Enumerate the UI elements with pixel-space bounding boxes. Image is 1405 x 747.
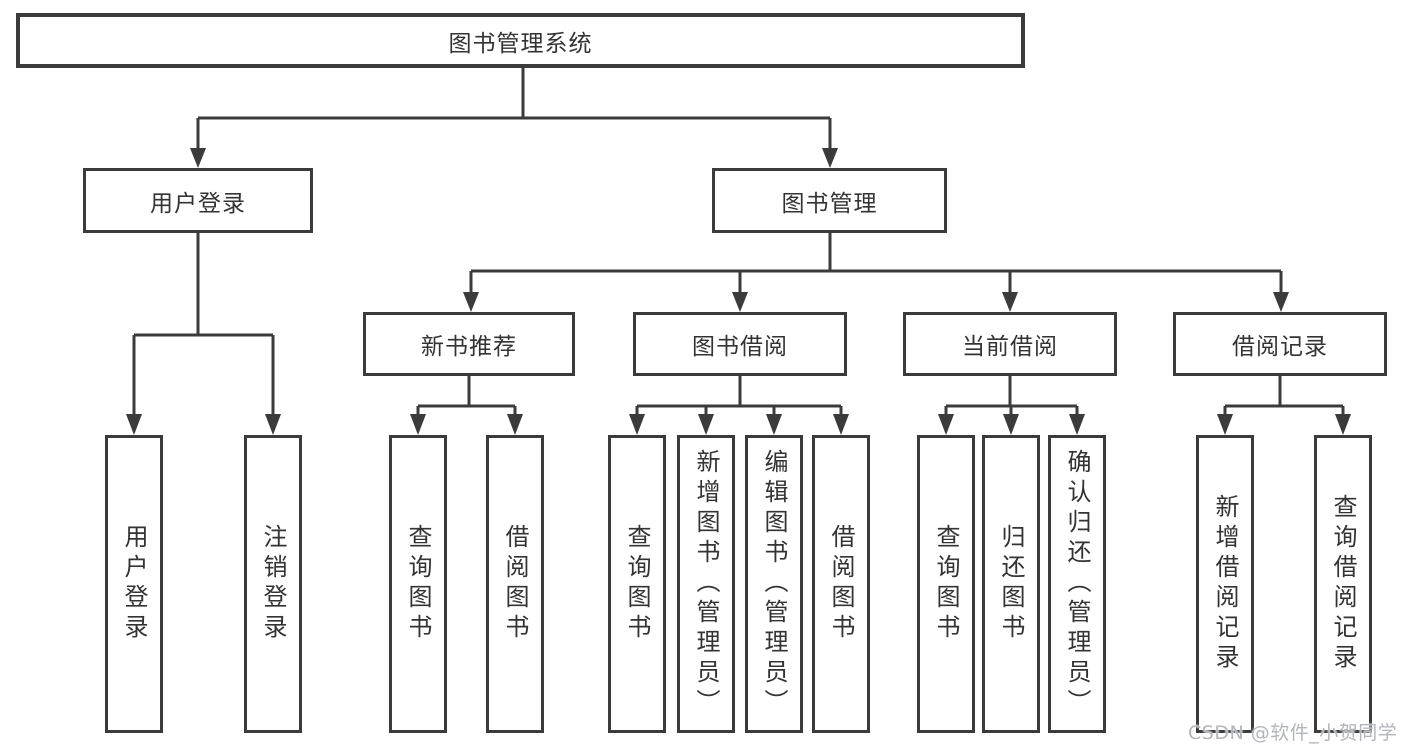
node-root-label: 图书管理系统	[448, 30, 593, 57]
arrow-leaf-query-book-current	[938, 414, 954, 435]
arrow-book-borrow	[732, 292, 748, 312]
node-new-book-rec: 新书推荐	[363, 312, 575, 376]
node-book-mgmt: 图书管理	[712, 168, 947, 233]
arrow-new-book-rec	[463, 292, 479, 312]
edge-book-mgmt-split	[469, 233, 1283, 294]
node-leaf-query-borrow-record-label: 查询借阅记录	[1329, 494, 1357, 674]
node-leaf-query-book-current-label: 查询图书	[932, 524, 960, 644]
arrowheads	[126, 148, 1351, 435]
node-leaf-borrow-book-borrow-label: 借阅图书	[827, 524, 855, 644]
node-leaf-query-book-borrow-label: 查询图书	[623, 524, 651, 644]
arrow-leaf-borrow-book-rec	[507, 414, 523, 435]
node-leaf-query-book-current: 查询图书	[917, 435, 975, 733]
node-leaf-return-book: 归还图书	[982, 435, 1040, 733]
node-leaf-user-login: 用户登录	[105, 435, 163, 733]
node-leaf-edit-book-admin: 编辑图书（管理员）	[745, 435, 803, 733]
node-leaf-borrow-book-borrow: 借阅图书	[812, 435, 870, 733]
arrow-leaf-user-login	[126, 414, 142, 435]
node-current-borrow-label: 当前借阅	[962, 334, 1058, 360]
node-leaf-borrow-book-rec-label: 借阅图书	[501, 524, 529, 644]
arrow-leaf-query-book-rec	[410, 414, 426, 435]
edge-root-split	[196, 68, 832, 150]
arrow-leaf-query-book-borrow	[629, 414, 645, 435]
arrow-book-mgmt	[822, 148, 838, 168]
edge-book-borrow-split	[635, 376, 843, 417]
node-leaf-add-book-admin: 新增图书（管理员）	[677, 435, 735, 733]
node-leaf-add-book-admin-label: 新增图书（管理员）	[692, 449, 720, 719]
node-leaf-add-borrow-record-label: 新增借阅记录	[1211, 494, 1239, 674]
node-leaf-query-book-rec: 查询图书	[389, 435, 447, 733]
node-book-borrow-label: 图书借阅	[692, 334, 788, 360]
arrow-leaf-return-book	[1003, 414, 1019, 435]
arrow-leaf-add-book-admin	[698, 414, 714, 435]
node-leaf-query-book-rec-label: 查询图书	[404, 524, 432, 644]
node-leaf-logout: 注销登录	[244, 435, 302, 733]
node-book-mgmt-label: 图书管理	[781, 190, 878, 217]
node-user-login-label: 用户登录	[150, 190, 246, 217]
node-book-borrow: 图书借阅	[633, 312, 847, 376]
arrow-leaf-query-borrow-record	[1335, 414, 1351, 435]
arrow-leaf-edit-book-admin	[766, 414, 782, 435]
node-leaf-user-login-label: 用户登录	[120, 524, 148, 644]
node-leaf-logout-label: 注销登录	[259, 524, 287, 644]
edge-borrow-records-split	[1223, 376, 1345, 417]
node-borrow-records: 借阅记录	[1173, 312, 1387, 376]
node-root: 图书管理系统	[16, 13, 1025, 68]
node-leaf-edit-book-admin-label: 编辑图书（管理员）	[760, 449, 788, 719]
node-current-borrow: 当前借阅	[903, 312, 1117, 376]
node-leaf-query-borrow-record: 查询借阅记录	[1314, 435, 1372, 733]
arrow-user-login	[190, 148, 206, 168]
node-leaf-add-borrow-record: 新增借阅记录	[1196, 435, 1254, 733]
node-user-login: 用户登录	[83, 168, 313, 233]
node-new-book-rec-label: 新书推荐	[421, 334, 517, 360]
edge-current-borrow-split	[944, 376, 1079, 417]
arrow-current-borrow	[1002, 292, 1018, 312]
watermark: CSDN @软件_小贺同学	[1188, 722, 1398, 744]
arrow-leaf-borrow-book-borrow	[833, 414, 849, 435]
arrow-leaf-confirm-return	[1069, 414, 1085, 435]
edge-new-book-rec-split	[416, 376, 517, 417]
node-leaf-query-book-borrow: 查询图书	[608, 435, 666, 733]
node-borrow-records-label: 借阅记录	[1232, 334, 1328, 360]
node-leaf-return-book-label: 归还图书	[997, 524, 1025, 644]
node-leaf-borrow-book-rec: 借阅图书	[486, 435, 544, 733]
arrow-leaf-add-borrow-record	[1217, 414, 1233, 435]
node-leaf-confirm-return: 确认归还（管理员）	[1048, 435, 1106, 733]
arrow-borrow-records	[1273, 292, 1289, 312]
edge-user-login-split	[132, 233, 275, 417]
arrow-leaf-logout	[265, 414, 281, 435]
node-leaf-confirm-return-label: 确认归还（管理员）	[1063, 449, 1091, 719]
